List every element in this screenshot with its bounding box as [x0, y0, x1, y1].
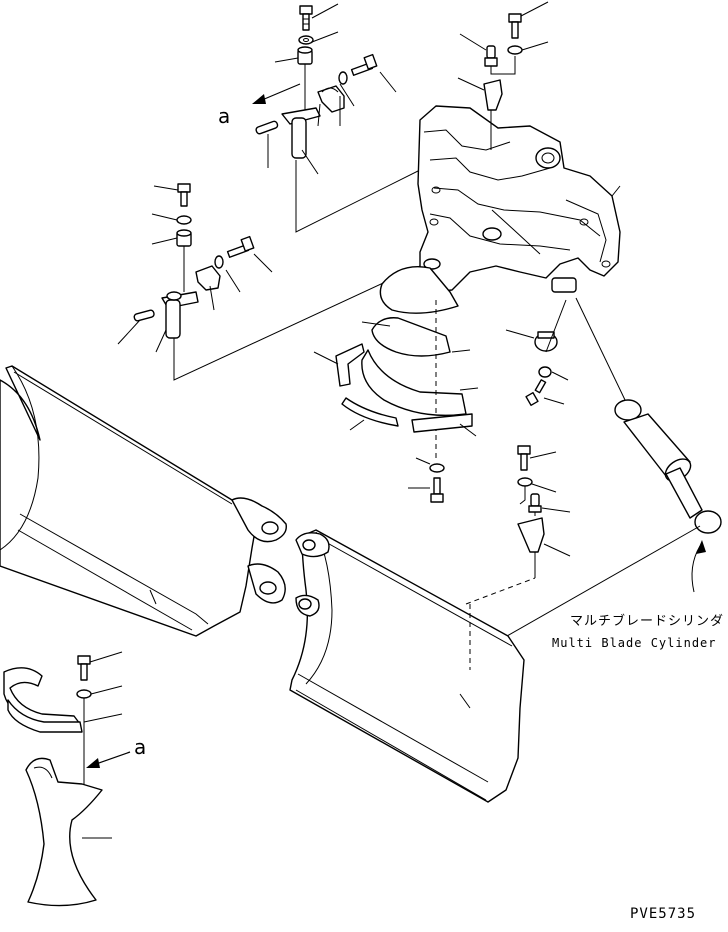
liner-icon: [341, 397, 399, 427]
spring-pin-icon: [133, 309, 155, 322]
washer-icon: [298, 35, 314, 45]
washer-icon: [517, 477, 533, 487]
washer-icon: [76, 689, 92, 699]
blade-frame: [417, 105, 621, 293]
bolt-icon: [517, 445, 531, 471]
pin-icon: [534, 331, 558, 352]
left-blade: [0, 365, 287, 637]
washer-icon: [214, 255, 224, 269]
bolt-icon: [350, 53, 378, 76]
clamp-block-icon: [317, 85, 345, 113]
cylinder-mount-fittings: [505, 299, 571, 578]
arrow-icon: [252, 83, 301, 104]
arrow-icon: [86, 751, 131, 768]
grease-fitting-icon: [528, 493, 542, 513]
callout-label-japanese: マルチブレードシリンダ: [570, 614, 725, 629]
washer-icon: [338, 71, 348, 85]
bolt-icon: [299, 5, 313, 31]
liner-icon: [7, 699, 83, 733]
callout-label-english: Multi Blade Cylinder: [552, 636, 717, 650]
bolt-icon: [430, 477, 444, 503]
pin-icon: [161, 291, 199, 339]
frame-fittings: [457, 1, 549, 150]
pin-icon: [281, 107, 321, 159]
bolt-icon: [525, 379, 547, 407]
washer-icon: [507, 45, 523, 55]
drawing-id: PVE5735: [630, 906, 697, 922]
cylinder-tube: [614, 399, 722, 534]
detail-a-assembly: [3, 651, 131, 907]
bolt-icon: [226, 235, 255, 258]
swing-circle: [313, 266, 479, 503]
arrow-icon: [691, 540, 706, 593]
bracket-icon: [483, 79, 503, 111]
liner-icon: [411, 413, 473, 433]
grease-fitting-icon: [484, 45, 498, 67]
right-blade: [289, 529, 536, 803]
multi-blade-cylinder: [499, 297, 722, 641]
washer-icon: [429, 463, 445, 473]
reference-a-lower: a: [134, 735, 147, 759]
spring-pin-icon: [255, 120, 279, 135]
liner-icon: [335, 343, 365, 387]
lower-pin-assembly: [117, 183, 421, 381]
bushing-icon: [297, 46, 313, 65]
bolt-icon: [177, 183, 191, 207]
reference-a-upper: a: [218, 104, 231, 128]
bolt-icon: [508, 13, 522, 39]
bushing-icon: [176, 229, 192, 247]
bracket-icon: [517, 517, 545, 553]
clamp-block-icon: [195, 265, 221, 291]
circle-segment-icon: [25, 757, 103, 907]
washer-icon: [176, 215, 192, 225]
bolt-icon: [77, 655, 91, 681]
upper-pin-assembly: [252, 3, 429, 233]
washer-icon: [538, 366, 552, 378]
